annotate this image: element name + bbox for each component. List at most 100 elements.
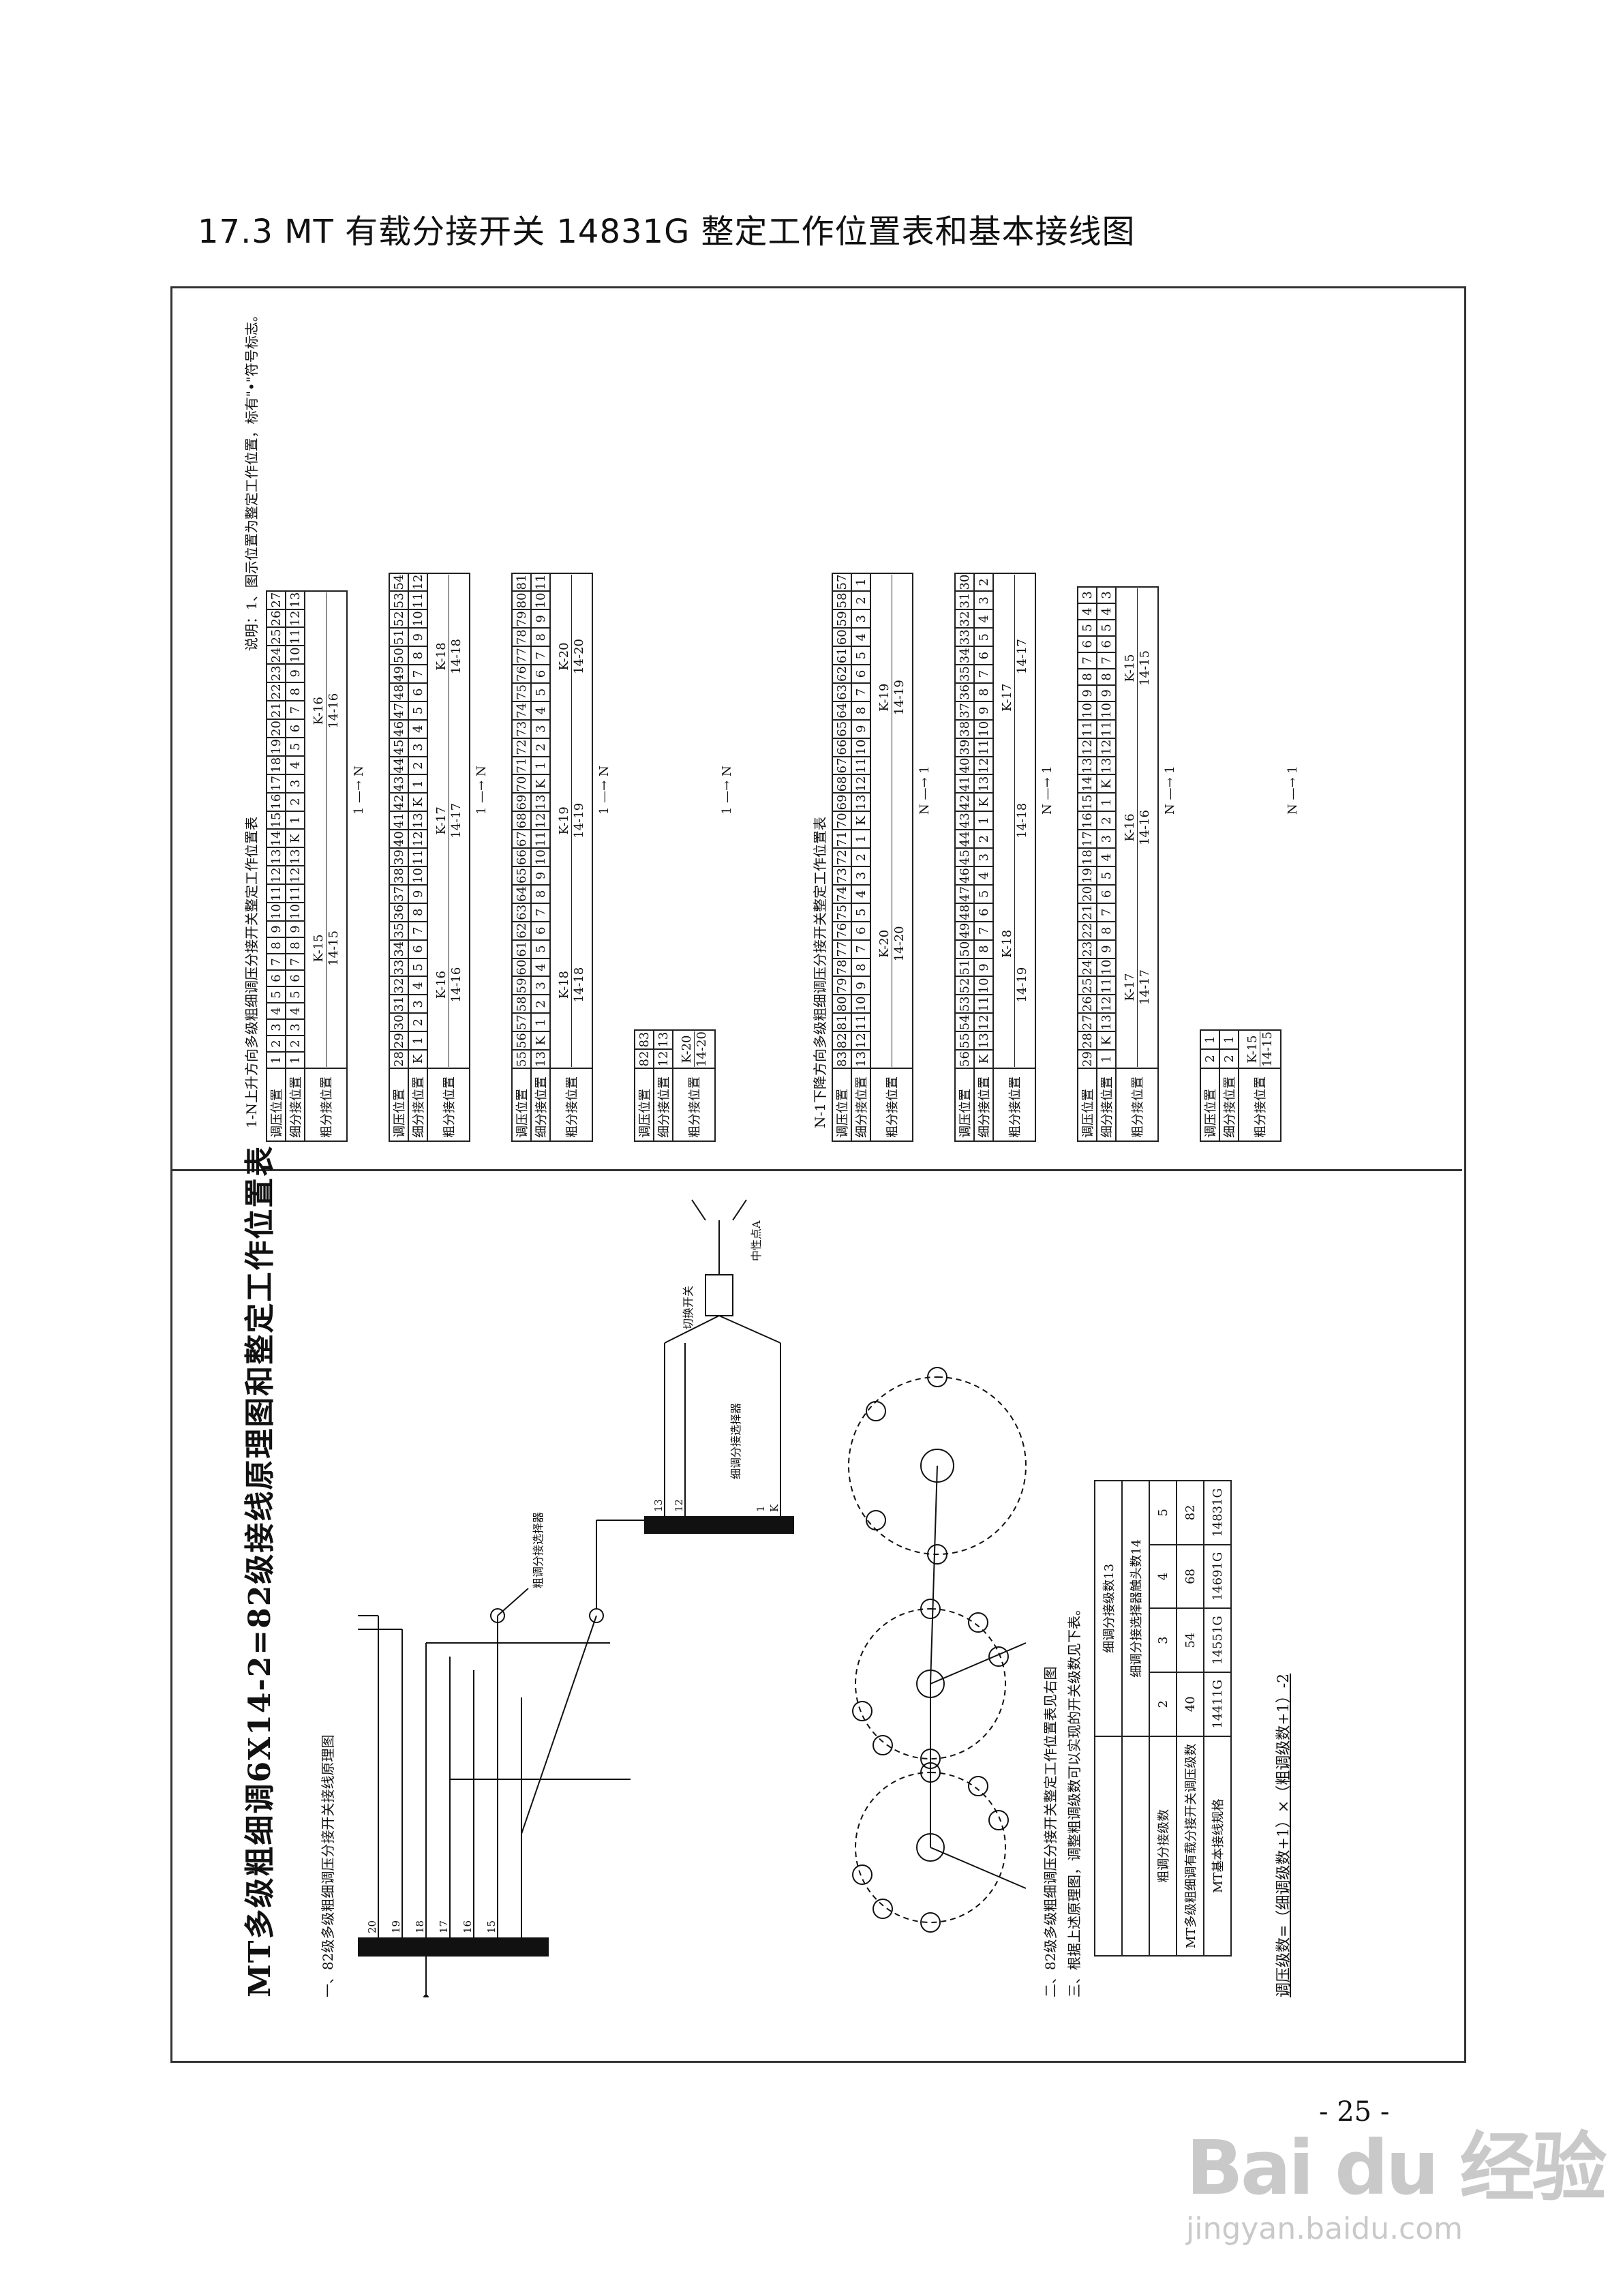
table-cell: 1 [1097,793,1116,812]
table-cell: 13 [408,811,427,830]
table-cell: 71 [512,756,531,775]
table-cell: 56 [512,1031,531,1051]
table-cell: 3 [974,848,993,867]
table-cell: 83 [635,1030,654,1050]
table-cell: 31 [955,591,974,610]
fine-tap-row-label: 细分接位置 [286,1068,305,1141]
spec-cell-blank [1122,1736,1149,1956]
table-cell: 57 [832,573,851,592]
table-cell: 3 [267,1019,286,1036]
table-cell: 10 [531,591,550,610]
coarse-range-label: 14-19 [892,680,907,716]
table-cell: 68 [832,774,851,794]
table-cell: 5 [1097,619,1116,636]
table-cell: 51 [389,628,408,647]
fine-tap-row-label: 细分接位置 [1097,1068,1116,1141]
terminal-18: 18 [414,1920,426,1933]
table-cell: 1 [531,1013,550,1032]
coarse-range-label: 14-16 [1137,810,1152,845]
table-cell: 8 [1097,668,1116,685]
spec-cell: 4 [1149,1544,1177,1609]
table-cell: 38 [389,866,408,885]
table-cell: 2 [408,1013,427,1032]
table-cell: 7 [286,954,305,970]
spec-row: MT多级粗细调有载分接开关调压级数 40 54 68 82 [1177,1481,1204,1956]
table-cell: 4 [408,719,427,738]
table-cell: 64 [832,701,851,720]
wiring-diagram-panel: MT多级粗细调6X14-2=82级接线原理图和整定工作位置表 一、82级多级粗细… [235,1145,1339,1997]
k-tap-label: K-19 [877,683,892,712]
coarse-range-label: 14-16 [326,693,341,729]
diagram-title: MT多级粗细调6X14-2=82级接线原理图和整定工作位置表 [243,1145,277,1997]
table-cell: 11 [408,848,427,867]
coarse-range-label: 14-20 [694,1031,709,1067]
section-1-text: 一、82级多级粗细调压分接开关接线原理图 [320,1734,336,1997]
direction-indicator: N —→ 1 [1286,766,1300,815]
fine-tap-row-label: 细分接位置 [654,1068,673,1141]
fine-tap-leads [664,1199,781,1516]
table-cell: K [974,1050,993,1068]
table-cell: 12 [974,1013,993,1032]
table-cell: 53 [389,591,408,610]
table-cell: 35 [955,665,974,683]
fine-tap-row-label: 细分接位置 [531,1068,550,1141]
table-cell: 42 [389,793,408,812]
table-cell: 45 [389,738,408,757]
table-cell: 4 [851,628,870,647]
table-cell: 55 [512,1050,531,1068]
spec-cell-blank [1095,1736,1122,1956]
table-cell: 6 [1097,635,1116,652]
table-cell: 79 [512,609,531,629]
table-cell: 25 [267,627,286,646]
table-cell: 77 [512,646,531,665]
table-cell: 63 [832,682,851,701]
table-cell: 30 [389,1013,408,1032]
spec-cell: 3 [1149,1608,1177,1672]
table-cell: 60 [832,628,851,647]
k-tap-label: K-18 [999,929,1014,958]
table-cell: 1 [1219,1030,1239,1050]
table-cell: 75 [512,682,531,701]
table-cell: 1 [1200,1030,1219,1050]
table-cell: 47 [389,701,408,720]
table-cell: 69 [832,793,851,812]
spec-cell: 54 [1177,1608,1204,1672]
table-cell: 78 [832,958,851,977]
table-cell: 13 [851,793,870,812]
table-cell: 26 [267,609,286,628]
table-cell: 15 [267,811,286,830]
k-tap-label: K-16 [1122,813,1137,842]
table-cell: 11 [974,738,993,757]
table-cell: 2 [974,830,993,849]
table-cell: 6 [974,646,993,665]
table-cell: 13 [531,793,550,812]
table-cell: 6 [1097,884,1116,903]
spec-table: 细调分接级数13 细调分接选择器触头数14 粗调分接级数 2 3 4 5 MT多… [1094,1480,1232,1957]
table-cell: 4 [267,1003,286,1019]
table-cell: 71 [832,830,851,849]
table-cell: 44 [389,756,408,775]
table-cell: 79 [832,976,851,995]
table-cell: 13 [974,1031,993,1051]
direction-indicator: N —→ 1 [1040,766,1055,815]
spec-cell: 14551G [1204,1608,1231,1672]
spec-cell: MT多级粗细调有载分接开关调压级数 [1177,1736,1204,1956]
table-cell: 33 [389,958,408,977]
table-cell: 10 [1097,701,1116,720]
table-cell: 14 [267,829,286,848]
table-cell: 12 [1097,738,1116,757]
table-cell: 20 [1078,884,1097,903]
